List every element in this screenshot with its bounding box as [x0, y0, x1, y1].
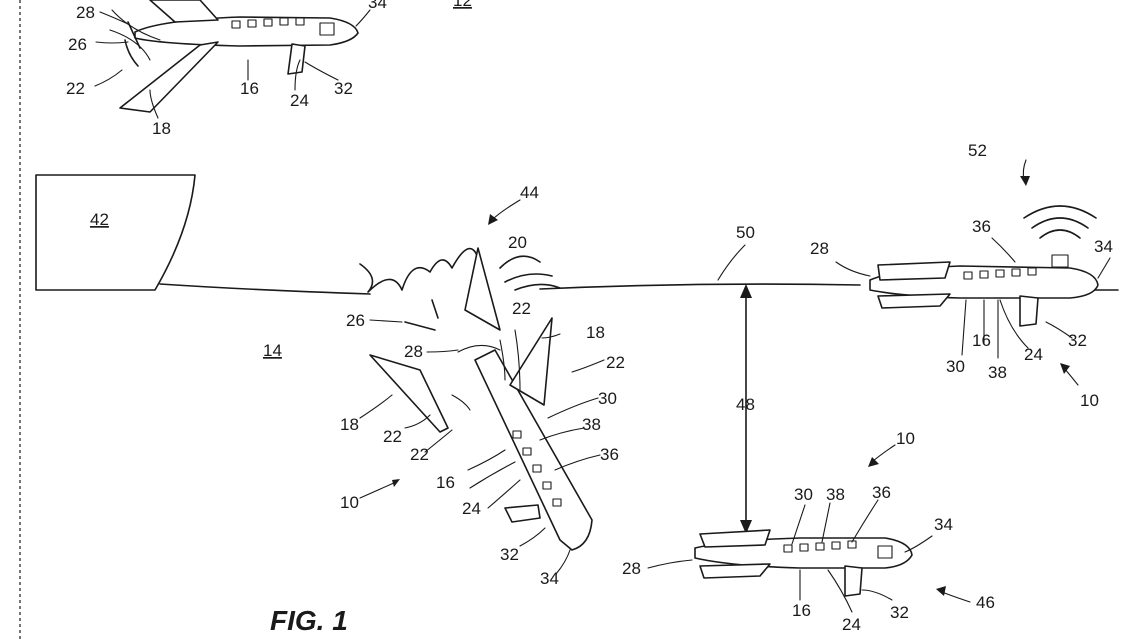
aircraft-crashing [369, 299, 593, 551]
label-38-submerged: 38 [826, 485, 845, 504]
signal-icon [1023, 205, 1097, 239]
land-mass [35, 174, 196, 291]
label-18-crash-right: 18 [586, 323, 605, 342]
label-16-crash: 16 [436, 473, 455, 492]
aircraft-in-flight [109, 0, 359, 113]
label-26-top: 26 [68, 35, 87, 54]
label-10-floating: 10 [1080, 391, 1099, 410]
label-28-floating: 28 [810, 239, 829, 258]
leader-lines [94, 9, 1111, 613]
label-10-crash: 10 [340, 493, 359, 512]
label-24-crash: 24 [462, 499, 481, 518]
windows-row-bottom [783, 540, 857, 553]
label-42-land: 42 [90, 210, 109, 229]
label-46-submerged: 46 [976, 593, 995, 612]
windows-row [231, 17, 305, 29]
label-26-engine: 26 [346, 311, 365, 330]
label-34-floating: 34 [1094, 237, 1113, 256]
aircraft-floating [869, 205, 1099, 327]
reference-labels: 28 26 22 18 16 24 32 34 12 42 14 44 20 2… [66, 0, 1113, 634]
label-22-crash-c: 22 [383, 427, 402, 446]
label-30-submerged: 30 [794, 485, 813, 504]
label-16-submerged: 16 [792, 601, 811, 620]
label-24-floating: 24 [1024, 345, 1043, 364]
label-16-floating: 16 [972, 331, 991, 350]
label-32-submerged: 32 [890, 603, 909, 622]
windows-row-right [963, 267, 1037, 280]
label-34-top: 34 [368, 0, 387, 12]
label-10-submerged: 10 [896, 429, 915, 448]
label-14-ocean: 14 [263, 341, 282, 360]
label-18-top: 18 [152, 119, 171, 138]
label-44-crash: 44 [520, 183, 539, 202]
label-36-floating: 36 [972, 217, 991, 236]
label-50-surface: 50 [736, 223, 755, 242]
windows-diagonal [512, 430, 562, 507]
label-36-submerged: 36 [872, 483, 891, 502]
label-52-floating: 52 [968, 141, 987, 160]
label-28-crash: 28 [404, 342, 423, 361]
label-20-tail: 20 [508, 233, 527, 252]
label-28-submerged: 28 [622, 559, 641, 578]
label-30-crash: 30 [598, 389, 617, 408]
label-38-crash: 38 [582, 415, 601, 434]
label-24-top: 24 [290, 91, 309, 110]
label-32-top: 32 [334, 79, 353, 98]
label-22-crash-a: 22 [512, 299, 531, 318]
label-16-top: 16 [240, 79, 259, 98]
label-48-distance: 48 [736, 395, 755, 414]
label-38-floating: 38 [988, 363, 1007, 382]
label-32-floating: 32 [1068, 331, 1087, 350]
label-34-submerged: 34 [934, 515, 953, 534]
label-32-crash: 32 [500, 545, 519, 564]
label-22-crash-d: 22 [410, 445, 429, 464]
crash-splash [359, 247, 561, 331]
label-36-crash: 36 [600, 445, 619, 464]
label-18-crash-left: 18 [340, 415, 359, 434]
label-30-floating: 30 [946, 357, 965, 376]
label-34-crash: 34 [540, 569, 559, 588]
figure-title: FIG. 1 [270, 605, 348, 636]
label-24-submerged: 24 [842, 615, 861, 634]
aircraft-submerged [694, 529, 913, 597]
distance-arrow [740, 284, 752, 534]
label-12-sky: 12 [453, 0, 472, 10]
label-28-top: 28 [76, 3, 95, 22]
label-22-top: 22 [66, 79, 85, 98]
label-22-crash-b: 22 [606, 353, 625, 372]
